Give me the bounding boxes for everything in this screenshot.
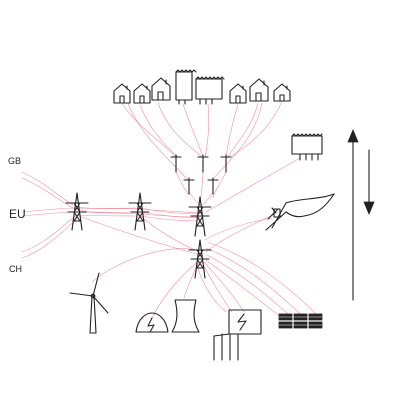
power-flow-lines <box>21 100 317 319</box>
transmission-tower-icon <box>128 192 152 231</box>
country-label-gb: GB <box>8 156 22 166</box>
utility-pole-icon <box>170 154 182 173</box>
building-icon <box>195 76 225 105</box>
transmission-tower-icon <box>188 196 212 237</box>
substation-icon <box>213 309 262 361</box>
house-icon <box>133 83 151 104</box>
house-icon <box>249 78 269 102</box>
house-icon <box>229 83 247 104</box>
hydro-dam-icon <box>135 312 169 333</box>
transmission-tower-icon <box>188 239 212 279</box>
double-arrow-icon <box>347 128 375 301</box>
wind-turbine-icon <box>69 272 109 334</box>
solar-panel-icon <box>278 313 323 329</box>
hydro-reservoir-icon <box>265 193 335 231</box>
utility-pole-icon <box>220 154 232 173</box>
country-label-eu: EU <box>9 207 26 221</box>
utility-pole-icon <box>197 154 209 173</box>
utility-pole-icon <box>183 177 195 195</box>
utility-pole-icon <box>207 177 219 195</box>
building-icon <box>175 69 197 105</box>
country-label-ch: CH <box>9 264 22 274</box>
transmission-tower-icon <box>65 192 89 231</box>
factory-icon <box>291 133 323 161</box>
house-icon <box>273 83 291 102</box>
cooling-tower-icon <box>171 299 200 333</box>
house-icon <box>113 83 131 104</box>
house-icon <box>151 77 171 101</box>
